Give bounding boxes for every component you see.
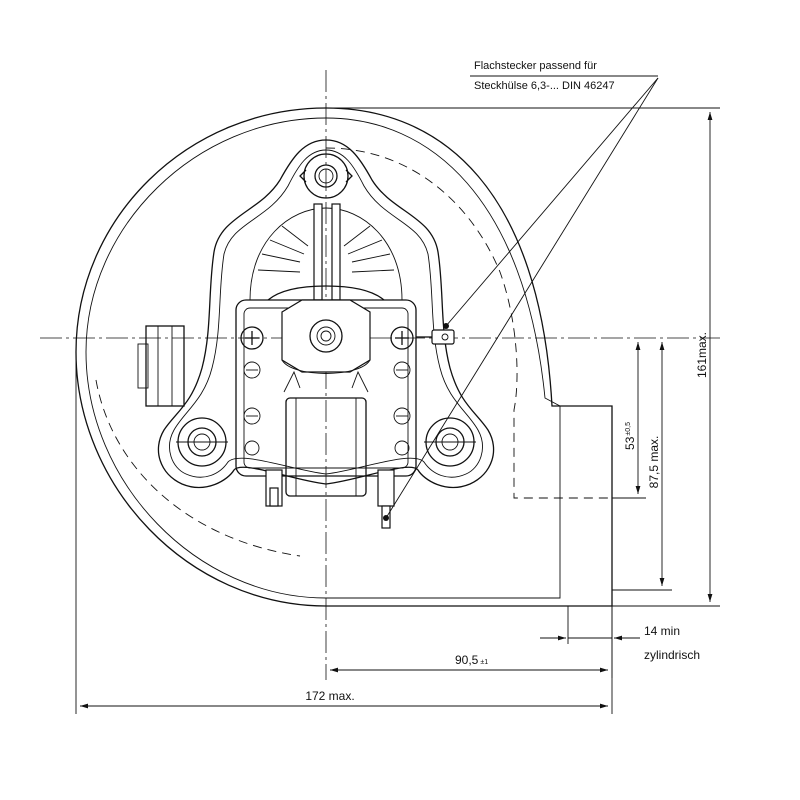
volute-housing (75, 107, 613, 607)
dim-53-label: 53±0,5 (623, 422, 637, 450)
dim-90 (330, 606, 613, 678)
dim-14 (540, 606, 640, 644)
dim-14-label: 14 min (644, 624, 680, 638)
zylindrisch-label: zylindrisch (644, 648, 700, 662)
dim-90-label: 90,5±1 (455, 653, 488, 667)
mounting-plate (157, 139, 495, 489)
left-mount-hole (176, 417, 228, 467)
dim-87-label: 87,5 max. (647, 436, 661, 489)
callout-line-1: Flachstecker passend für (474, 60, 597, 72)
top-mount-hole (299, 153, 353, 199)
callout-line-2: Steckhülse 6,3-... DIN 46247 (474, 80, 615, 92)
dim-87 (612, 342, 672, 591)
right-mount-hole (424, 417, 476, 467)
dim-width (75, 352, 613, 714)
motor (235, 285, 417, 529)
dim-width-label: 172 max. (305, 689, 354, 703)
dim-height-label: 161max. (695, 332, 709, 378)
centerlines (40, 70, 720, 680)
dim-53 (612, 342, 646, 499)
callout-leaders (383, 75, 659, 521)
inlet-connector (137, 325, 185, 407)
dim-height (326, 107, 720, 607)
impeller (249, 203, 403, 301)
spade-terminal (416, 329, 455, 345)
